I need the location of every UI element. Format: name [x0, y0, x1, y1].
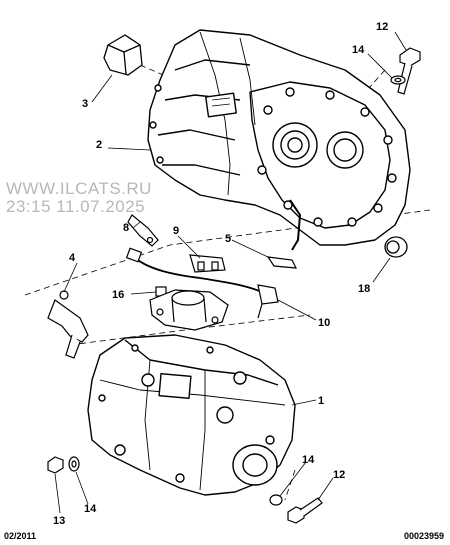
callout-3: 3 — [82, 98, 88, 110]
watermark: WWW.ILCATS.RU 23:15 11.07.2025 — [6, 179, 152, 216]
callout-4: 4 — [69, 252, 76, 264]
callout-8: 8 — [123, 222, 129, 234]
watermark-timestamp: 23:15 11.07.2025 — [6, 197, 145, 216]
callout-2: 2 — [96, 139, 102, 151]
callout-10: 10 — [318, 317, 330, 329]
callout-16: 16 — [112, 289, 124, 301]
bolt-bottom — [269, 494, 323, 524]
drain-plug — [47, 456, 80, 474]
leader-lines — [54, 31, 407, 514]
callout-14-bottom-right: 14 — [302, 454, 315, 466]
callout-14-top: 14 — [352, 44, 365, 56]
footer-reference: 00023959 — [403, 531, 444, 541]
callout-12-bottom: 12 — [333, 469, 345, 481]
footer-date: 02/2011 — [4, 531, 37, 541]
callout-18: 18 — [358, 283, 370, 295]
sensor-plate — [266, 256, 298, 269]
washer-top — [390, 75, 406, 85]
rubber-cap — [103, 34, 143, 76]
bolt-top — [397, 47, 421, 95]
callout-labels: 2 3 12 14 8 9 5 4 18 16 10 1 14 12 14 13 — [53, 21, 388, 527]
callout-9: 9 — [173, 225, 179, 237]
callout-13: 13 — [53, 515, 65, 527]
clip — [127, 214, 159, 247]
selector-lever — [47, 290, 89, 359]
callout-1: 1 — [318, 395, 324, 407]
watermark-site: WWW.ILCATS.RU — [6, 179, 152, 198]
bracket — [189, 254, 226, 273]
callout-12-top: 12 — [376, 21, 388, 33]
oil-seal — [384, 236, 408, 258]
switch-housing — [149, 289, 229, 331]
wiring-harness — [125, 247, 279, 319]
callout-5: 5 — [225, 233, 231, 245]
callout-14-bottom-left: 14 — [84, 503, 97, 515]
gearbox-casing — [87, 334, 296, 496]
clutch-housing — [147, 29, 411, 251]
